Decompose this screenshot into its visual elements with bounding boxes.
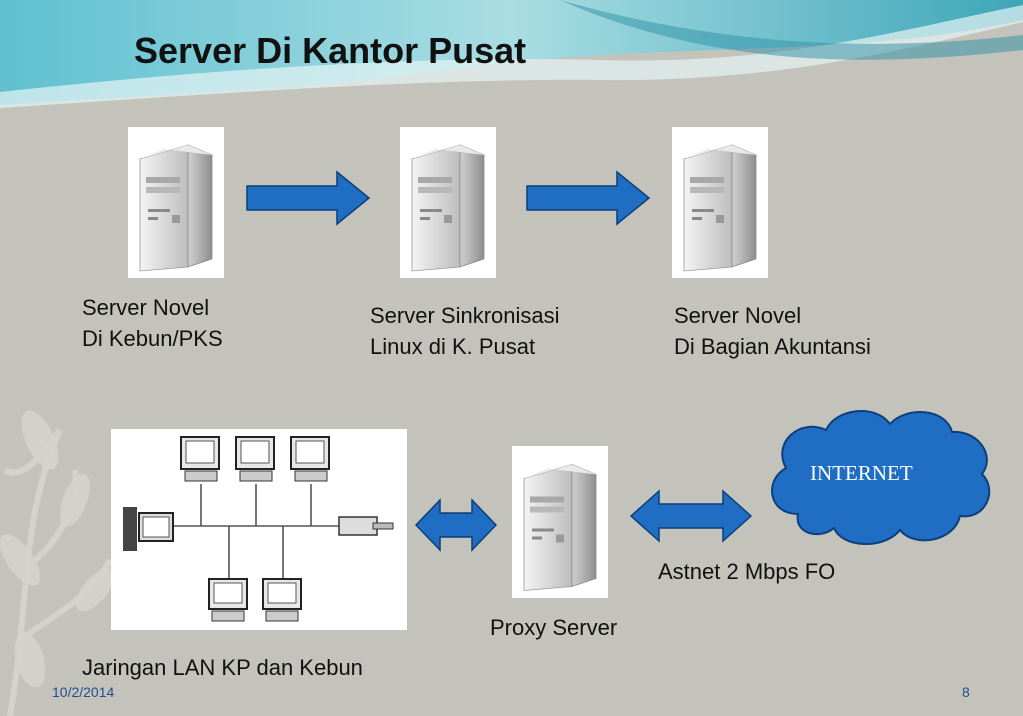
server-kebun-line2: Di Kebun/PKS: [82, 326, 223, 351]
server-akuntansi-icon: [672, 127, 768, 278]
slide-page-number: 8: [962, 684, 970, 700]
internet-cloud-icon: [771, 410, 991, 545]
server-akuntansi-line2: Di Bagian Akuntansi: [674, 334, 871, 359]
server-kebun-label: Server Novel Di Kebun/PKS: [82, 292, 223, 354]
server-sync-icon: [400, 127, 496, 278]
server-akuntansi-line1: Server Novel: [674, 303, 802, 328]
server-kebun-line1: Server Novel: [82, 295, 210, 320]
slide-title: Server Di Kantor Pusat: [134, 30, 527, 71]
slide-date: 10/2/2014: [52, 684, 115, 700]
server-kebun-icon: [128, 127, 224, 278]
arrow-lan-proxy: [414, 498, 498, 552]
server-akuntansi-label: Server Novel Di Bagian Akuntansi: [674, 300, 871, 362]
link-label: Astnet 2 Mbps FO: [658, 559, 836, 584]
lan-network-icon: [111, 429, 407, 630]
server-sync-label: Server Sinkronisasi Linux di K. Pusat: [370, 300, 560, 362]
server-sync-line1: Server Sinkronisasi: [370, 303, 560, 328]
proxy-label: Proxy Server: [490, 615, 618, 640]
arrow-sync-to-akuntansi: [526, 170, 651, 226]
arrow-kebun-to-sync: [246, 170, 371, 226]
lan-label: Jaringan LAN KP dan Kebun: [82, 655, 363, 680]
internet-label: INTERNET: [810, 461, 913, 485]
server-sync-line2: Linux di K. Pusat: [370, 334, 536, 359]
proxy-server-icon: [512, 446, 608, 598]
arrow-proxy-internet: [629, 489, 753, 543]
